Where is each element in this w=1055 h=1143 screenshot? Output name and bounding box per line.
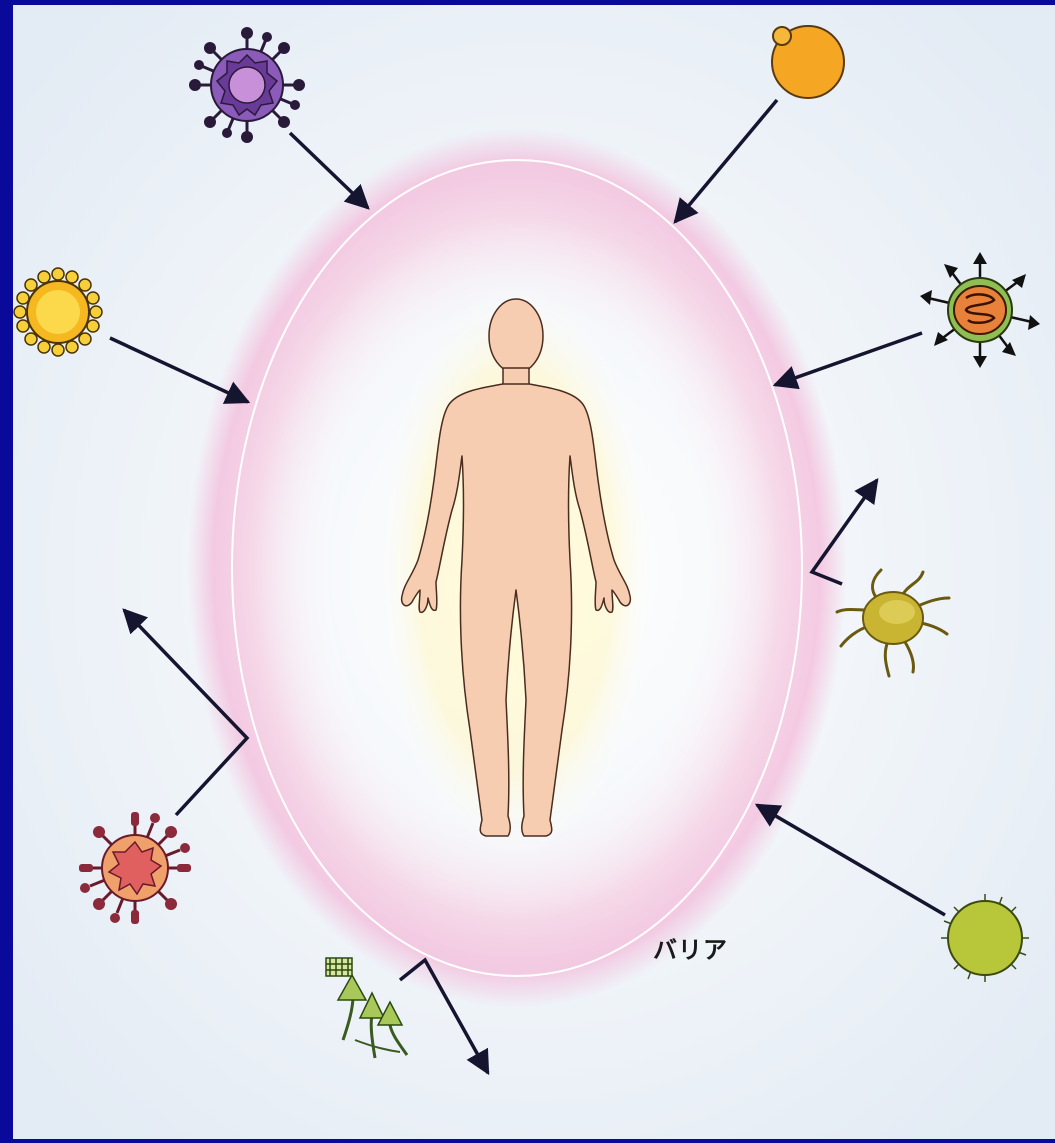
purple-virus-icon — [189, 27, 305, 143]
pollen-icon — [941, 894, 1029, 982]
barrier-label: バリア — [653, 930, 728, 965]
yellow-coccus-icon — [14, 268, 102, 356]
red-virus-icon — [79, 812, 191, 924]
orange-yeast-icon — [772, 26, 844, 98]
